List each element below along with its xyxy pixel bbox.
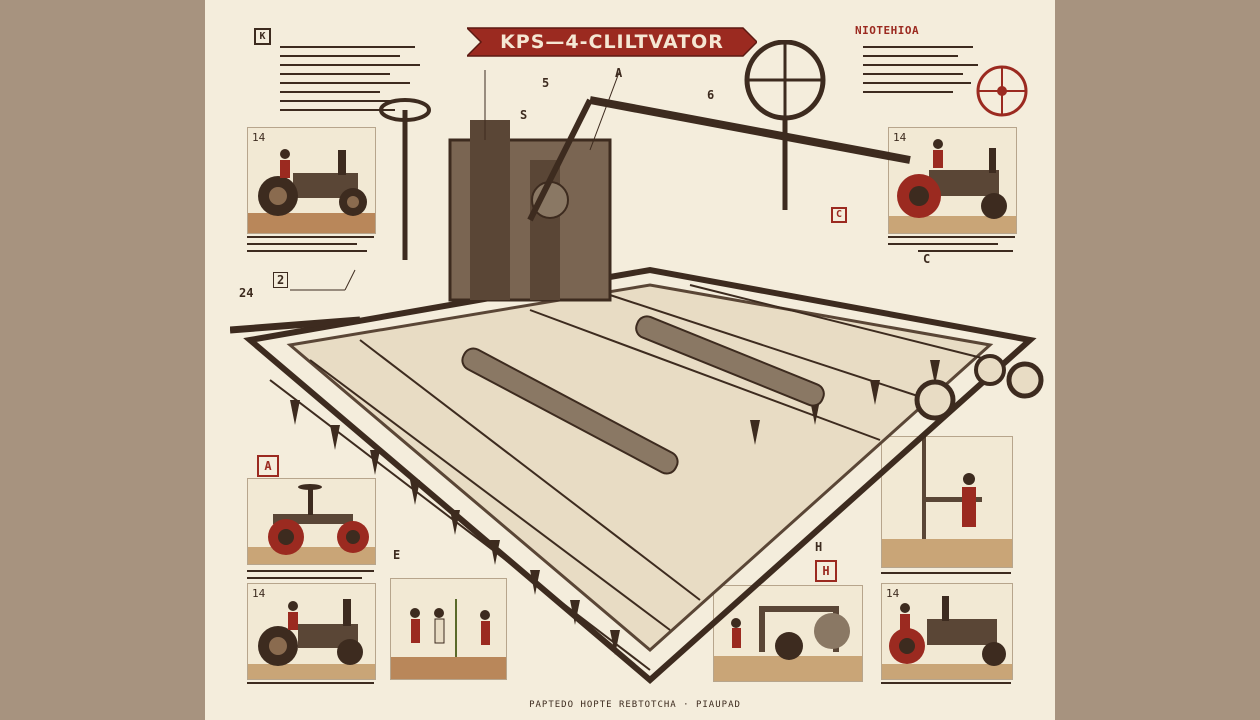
panel-tractor-top-left: 14 xyxy=(247,127,376,234)
panel-caption-top-right xyxy=(888,236,1015,257)
callout-h: H xyxy=(815,540,823,554)
poster-title: KPS—4-CLILTVATOR xyxy=(500,31,724,53)
panel-wheel-assembly xyxy=(247,478,376,565)
panel-tractor-top-right: 14 xyxy=(888,127,1017,234)
callout-24: 24 xyxy=(239,286,254,300)
callout-c: C xyxy=(923,252,931,266)
legend-tag-k: K xyxy=(254,28,271,45)
panel-caption-bottom-right xyxy=(881,682,1011,689)
callout-s: S xyxy=(520,108,528,122)
panel-caption-right-mid xyxy=(881,572,1011,579)
panel-workers-figures xyxy=(390,578,507,680)
poster-footer: PAPTEDO HOPTE REBTOTCHA · PIAUPAD xyxy=(529,700,741,710)
panel-number: 14 xyxy=(893,131,907,144)
panel-number: 14 xyxy=(252,587,266,600)
callout-box-h: H xyxy=(815,560,837,582)
tractor-bottom-right-illustration xyxy=(882,596,1012,679)
callout-6: 6 xyxy=(707,88,715,102)
cart-illustration xyxy=(714,606,862,681)
panel-caption-top-left xyxy=(247,236,374,257)
callout-e: E xyxy=(393,548,401,562)
legend-heading: NIOTEHIOA xyxy=(855,24,920,37)
red-wheel-tractor-illustration xyxy=(889,139,1016,233)
panel-caption-bottom-left xyxy=(247,682,374,689)
cultivator-machine-drawing xyxy=(230,40,1044,684)
callout-box-c: C xyxy=(831,207,847,223)
panel-number: 14 xyxy=(886,587,900,600)
right-background-margin xyxy=(1055,0,1260,720)
title-banner: KPS—4-CLILTVATOR xyxy=(465,24,759,60)
legend-text-lines xyxy=(280,46,430,118)
left-background-margin xyxy=(0,0,205,720)
workers-illustration xyxy=(391,599,506,679)
legend-text-lines-right xyxy=(863,46,983,100)
tractor-illustration xyxy=(248,149,375,233)
wheel-assembly-illustration xyxy=(248,484,375,564)
panel-number: 14 xyxy=(252,131,266,144)
panel-tractor-bottom-left: 14 xyxy=(247,583,376,680)
panel-caption-mid-left xyxy=(247,570,374,584)
panel-worker-right xyxy=(881,436,1013,568)
steering-wheel-icon xyxy=(976,65,1028,117)
callout-5: 5 xyxy=(542,76,550,90)
worker-with-frame-illustration xyxy=(882,437,1012,567)
cultivator-poster: KPS—4-CLILTVATOR K NIOTEHIOA xyxy=(205,0,1055,720)
title-ribbon-shape xyxy=(465,27,759,57)
callout-box-a: A xyxy=(257,455,279,477)
callout-a: A xyxy=(615,66,623,80)
tractor-with-driver-illustration xyxy=(248,599,375,679)
panel-tractor-bottom-right: 14 xyxy=(881,583,1013,680)
callout-2: 2 xyxy=(273,272,289,288)
